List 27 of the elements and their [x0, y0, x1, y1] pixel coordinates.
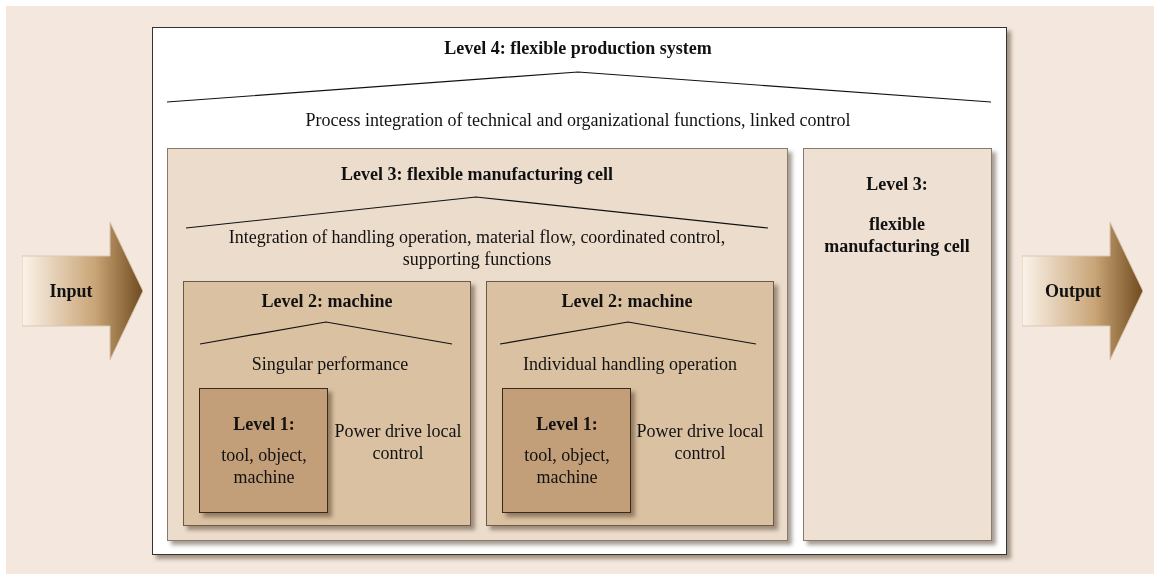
output-arrow — [1022, 222, 1143, 360]
level-heading: flexible manufacturing cell — [823, 213, 971, 257]
level-heading: Level 3: flexible manufacturing cell — [340, 163, 614, 185]
level-heading: Output — [1044, 280, 1102, 302]
level-heading: Level 1: — [535, 413, 599, 435]
level-description: Power drive local control — [333, 420, 463, 464]
level-panel — [199, 388, 328, 513]
level-panel — [803, 148, 992, 541]
level-panel — [152, 27, 1007, 555]
level-description: tool, object, machine — [220, 444, 308, 488]
level-description: Integration of handling operation, material flow, coordinated control, supporting functions — [227, 226, 727, 270]
level-description: Singular performance — [250, 353, 410, 375]
level-description: Individual handling operation — [522, 353, 738, 375]
level-heading: Input — [48, 280, 94, 302]
level-description: Power drive local control — [635, 420, 765, 464]
level-panel — [183, 281, 471, 526]
level-heading: Level 3: — [865, 173, 929, 195]
level-heading: Level 4: flexible production system — [443, 37, 713, 59]
level-description: Process integration of technical and organizational functions, linked control — [304, 109, 852, 131]
level-heading: Level 1: — [232, 413, 296, 435]
level-panel — [167, 148, 788, 541]
level-panel — [486, 281, 774, 526]
input-arrow — [22, 222, 143, 360]
level-heading: Level 2: machine — [560, 290, 694, 312]
level-panel — [502, 388, 631, 513]
level-description: tool, object, machine — [523, 444, 611, 488]
level-heading: Level 2: machine — [260, 290, 394, 312]
